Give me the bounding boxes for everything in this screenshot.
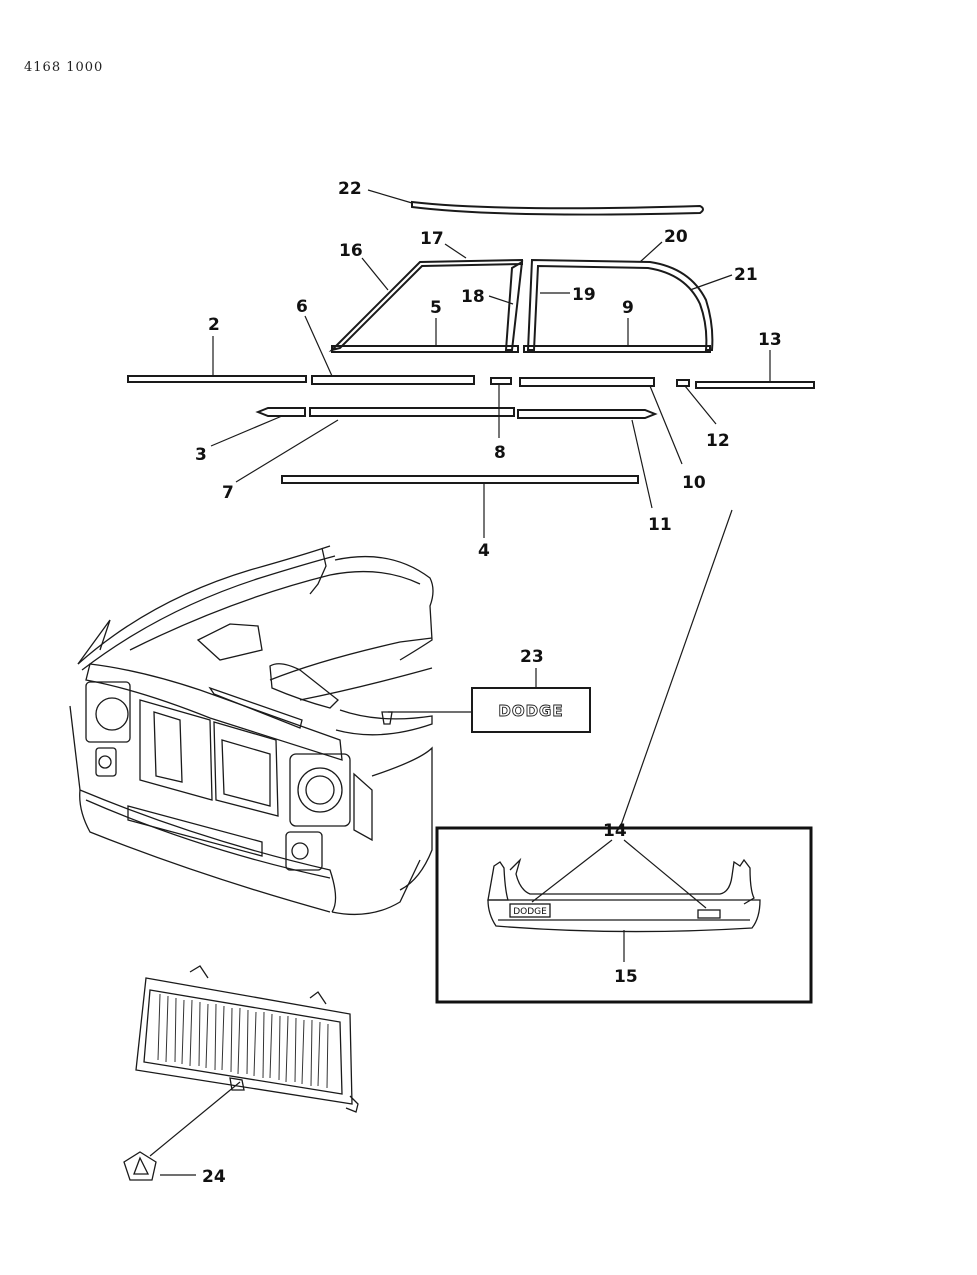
- document-code: 4168 1000: [24, 60, 104, 75]
- callout-13: 13: [758, 330, 782, 350]
- callout-10: 10: [682, 473, 706, 493]
- callout-6: 6: [296, 297, 308, 317]
- callout-3: 3: [195, 445, 207, 465]
- lower-side-moldings: [255, 407, 658, 484]
- callout-12: 12: [706, 431, 730, 451]
- callout-4: 4: [478, 541, 490, 561]
- front-window-frame: [328, 258, 524, 353]
- grille-assembly: [135, 965, 359, 1113]
- callout-11: 11: [648, 515, 672, 535]
- tailgate-detail-box: DODGE: [435, 509, 813, 1004]
- pentastar-medallion: [123, 1151, 157, 1181]
- rear-window-frame: [523, 258, 714, 353]
- callout-2: 2: [208, 315, 220, 335]
- callout-16: 16: [339, 241, 363, 261]
- hood-emblem: DODGE: [471, 687, 591, 733]
- callout-8: 8: [494, 443, 506, 463]
- callout-19: 19: [572, 285, 596, 305]
- roof-drip-molding: [367, 189, 704, 216]
- hood-emblem-text: DODGE: [498, 702, 563, 720]
- callout-9: 9: [622, 298, 634, 318]
- callout-17: 17: [420, 229, 444, 249]
- truck-front-end: [69, 545, 434, 916]
- callout-7: 7: [222, 483, 234, 503]
- callout-21: 21: [734, 265, 758, 285]
- tailgate-nameplate-text: DODGE: [513, 907, 547, 917]
- upper-side-moldings: [127, 375, 815, 389]
- callout-23: 23: [520, 647, 544, 667]
- callout-labels: 22 17 20 16 21 18 19 6 5 9 2 13 12 3 8 1…: [195, 179, 782, 1187]
- callout-14: 14: [603, 821, 627, 841]
- callout-18: 18: [461, 287, 485, 307]
- callout-20: 20: [664, 227, 688, 247]
- callout-22: 22: [338, 179, 362, 199]
- callout-5: 5: [430, 298, 442, 318]
- callout-24: 24: [202, 1167, 226, 1187]
- callout-15: 15: [614, 967, 638, 987]
